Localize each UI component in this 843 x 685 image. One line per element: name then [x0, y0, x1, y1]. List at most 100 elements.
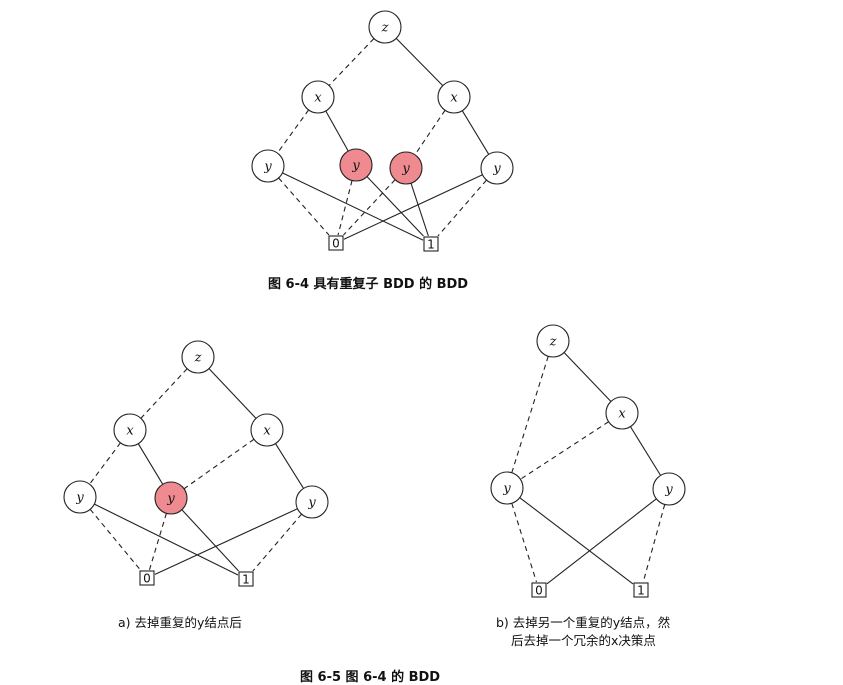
fig64-node-y2: y [339, 148, 373, 182]
fig65b-edge-y1-t0-low [511, 503, 538, 583]
fig64-edge-y2-t0-low [337, 180, 353, 236]
fig65b-node-z: z [536, 324, 570, 358]
fig65a-node-t1: 1 [238, 571, 254, 587]
fig65a-node-t0-box [139, 570, 155, 586]
fig64-node-y3-label: y [401, 162, 410, 177]
fig65b-node-t1-box [633, 582, 649, 598]
fig65a-edge-x1-y1-low [89, 442, 121, 485]
fig65b-edge-z-x-high [563, 352, 612, 402]
fig64-node-y3: y [389, 151, 423, 185]
fig64-node-x2-label: x [450, 91, 458, 106]
fig65a-node-y3: y [295, 485, 329, 519]
fig65a-node-z-label: z [194, 351, 202, 366]
fig65a-node-y1-circle [63, 480, 97, 514]
fig65a-node-t0-label: 0 [143, 572, 151, 586]
figure-6-5b-subcaption-line2: 后去掉一个冗余的x决策点 [511, 633, 656, 648]
fig64-node-y4-circle [480, 151, 514, 185]
fig65a-node-z: z [181, 340, 215, 374]
fig65b-node-y1: y [490, 471, 524, 505]
fig65a-node-y1: y [63, 480, 97, 514]
fig65a-node-x2: x [250, 413, 284, 447]
fig64-node-x2-circle [437, 80, 471, 114]
figure-6-4-caption: 图 6-4 具有重复子 BDD 的 BDD [268, 277, 469, 292]
fig64-node-x1: x [301, 80, 335, 114]
fig65b-node-y2: y [652, 472, 686, 506]
fig65a-node-z-circle [181, 340, 215, 374]
fig65b-edge-x-y2-high [629, 426, 662, 476]
fig64-edge-y2-t1-high [366, 176, 424, 237]
fig64-edge-y1-t0-low [278, 177, 330, 236]
fig64-node-y2-circle [339, 148, 373, 182]
fig65b-node-z-label: z [549, 335, 557, 350]
fig64-node-t1-box [423, 236, 439, 252]
fig65b-edge-z-y1-low [511, 356, 549, 473]
fig65b-edge-y1-t1-high [519, 497, 634, 585]
fig64-node-z: z [368, 10, 402, 44]
fig65a-node-t1-box [238, 571, 254, 587]
fig65b-edge-y2-t1-low [642, 504, 666, 583]
fig64-node-y1-label: y [263, 160, 272, 175]
fig64-node-t0-label: 0 [332, 237, 340, 251]
fig64-node-x1-circle [301, 80, 335, 114]
fig65b-node-x: x [605, 396, 639, 430]
figure-6-5-caption: 图 6-5 图 6-4 的 BDD [300, 670, 441, 685]
fig65b-node-t1: 1 [633, 582, 649, 598]
fig64-node-t1-label: 1 [427, 238, 435, 252]
fig64-edge-x2-y4-high [461, 110, 490, 155]
figure-6-5b-subcaption-line1: b) 去掉另一个重复的y结点，然 [496, 615, 671, 630]
fig65a-edge-x2-y3-high [275, 443, 304, 489]
fig65b-node-t0-label: 0 [535, 584, 543, 598]
fig65b-node-y2-label: y [664, 483, 673, 498]
fig65a-edge-y1-t0-low [89, 508, 141, 571]
bdd-edges [89, 38, 666, 585]
fig65a-node-y2-circle [154, 481, 188, 515]
fig64-node-y3-circle [389, 151, 423, 185]
fig65b-node-x-label: x [618, 407, 626, 422]
fig65a-edge-y2-t1-high [181, 509, 239, 572]
fig65b-node-z-circle [536, 324, 570, 358]
fig65a-node-y3-label: y [307, 496, 316, 511]
fig64-node-y1: y [251, 149, 285, 183]
fig64-edge-x1-y1-low [276, 109, 310, 154]
fig64-node-y1-circle [251, 149, 285, 183]
fig64-node-x2: x [437, 80, 471, 114]
fig64-node-t0: 0 [328, 235, 344, 251]
fig64-edge-y4-t0-high [343, 174, 483, 240]
fig65b-edge-x-y1-low [520, 421, 609, 480]
fig65a-node-x2-label: x [263, 424, 271, 439]
fig65a-edge-y3-t0-high [154, 508, 298, 575]
fig65a-edge-y2-t0-low [148, 513, 167, 571]
fig65b-node-t0: 0 [531, 582, 547, 598]
fig65a-edge-z-x1-low [140, 368, 188, 419]
fig64-edge-z-x2-high [395, 38, 444, 86]
fig64-edge-y4-t1-low [437, 179, 487, 237]
fig65a-edge-x1-y2-high [137, 443, 164, 485]
fig65a-edge-z-x2-high [208, 368, 257, 419]
fig64-edge-x1-y2-high [325, 110, 349, 152]
fig65a-node-x1-label: x [126, 424, 134, 439]
fig65b-node-t0-box [531, 582, 547, 598]
fig65b-node-x-circle [605, 396, 639, 430]
fig64-node-t0-box [328, 235, 344, 251]
fig65a-node-x1: x [113, 413, 147, 447]
figure-6-5a-subcaption: a) 去掉重复的y结点后 [118, 615, 242, 630]
fig64-node-z-circle [368, 10, 402, 44]
fig64-node-t1: 1 [423, 236, 439, 252]
fig65b-node-y1-circle [490, 471, 524, 505]
fig65a-edge-x2-y2-low [183, 438, 255, 490]
fig64-edge-z-x1-low [328, 38, 375, 86]
fig65b-node-y1-label: y [502, 482, 511, 497]
fig65a-node-y2: y [154, 481, 188, 515]
fig65b-node-y2-circle [652, 472, 686, 506]
fig65a-node-x2-circle [250, 413, 284, 447]
fig65a-node-t0: 0 [139, 570, 155, 586]
fig64-node-x1-label: x [314, 91, 322, 106]
fig64-node-y4-label: y [492, 162, 501, 177]
fig65b-node-t1-label: 1 [637, 584, 645, 598]
fig64-edge-x2-y3-low [414, 109, 446, 156]
fig65a-edge-y1-t1-high [94, 503, 239, 576]
fig64-edge-y3-t0-low [343, 179, 396, 236]
fig64-node-y4: y [480, 151, 514, 185]
fig64-edge-y1-t1-high [282, 172, 424, 241]
